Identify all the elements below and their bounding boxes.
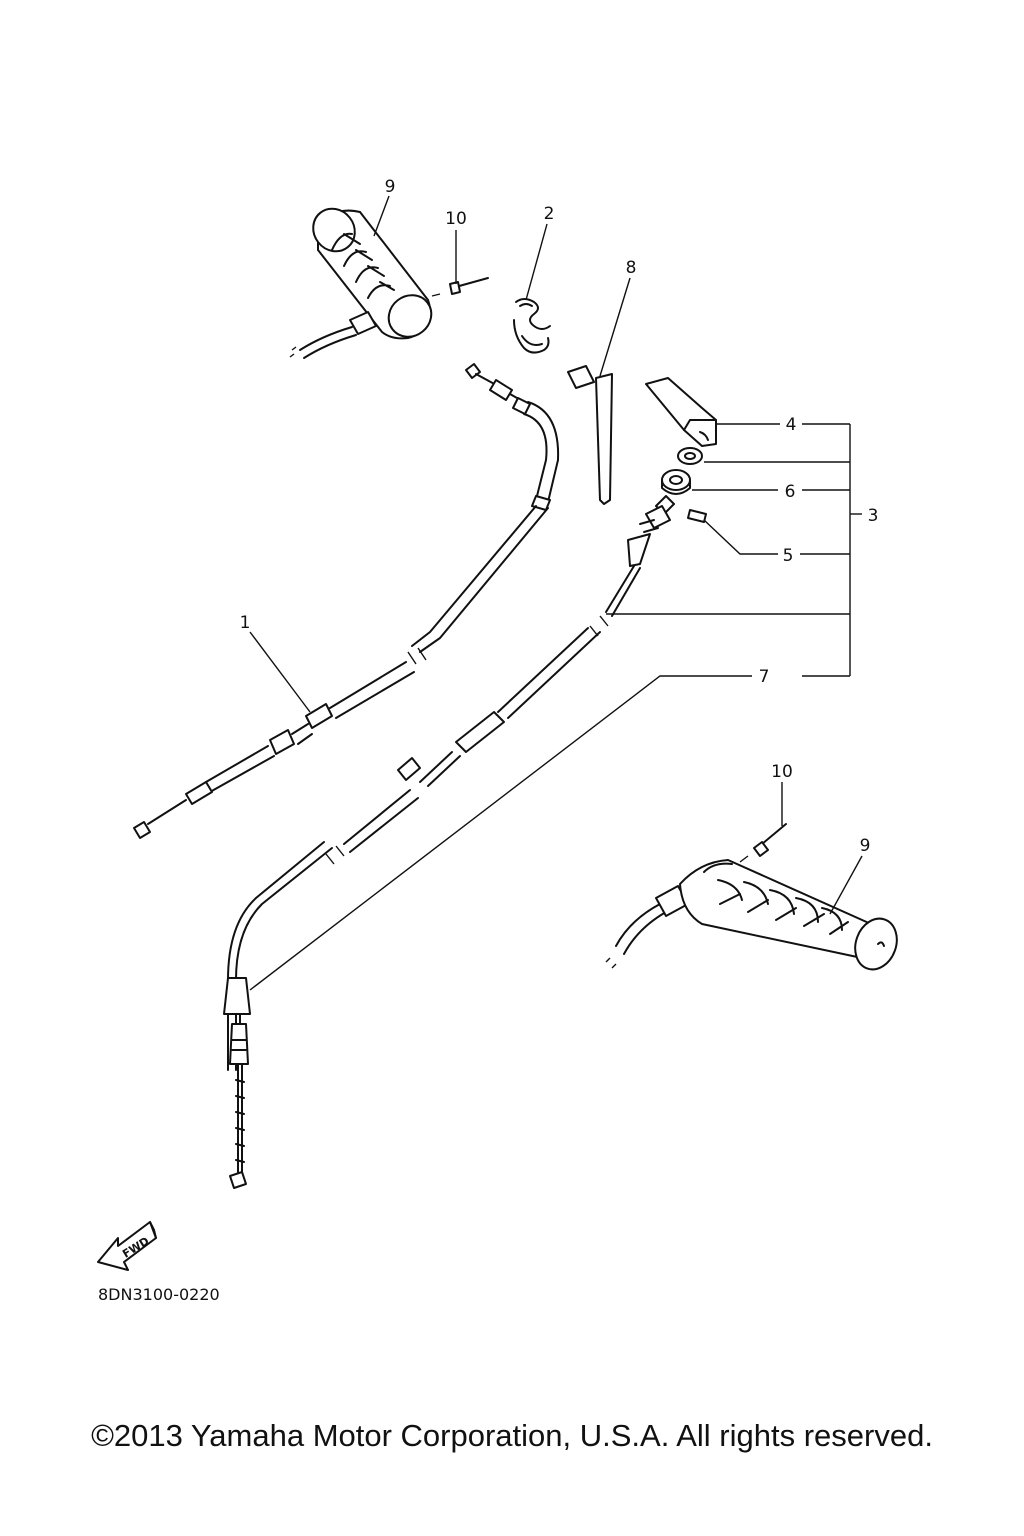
grip-bottom-right — [605, 859, 898, 971]
grip-top-left — [289, 207, 433, 359]
cable-part-1 — [133, 363, 560, 839]
callout-10-bottom: 10 — [771, 762, 793, 782]
fwd-arrow-icon: FWD — [97, 1221, 157, 1271]
bushing-part-6 — [661, 469, 691, 495]
leader-lines — [249, 195, 863, 991]
throttle-lever-part-4 — [645, 377, 717, 447]
cable-tie-part-8 — [567, 365, 613, 505]
copyright-notice: ©2013 Yamaha Motor Corporation, U.S.A. A… — [91, 1418, 933, 1453]
callout-5: 5 — [783, 546, 794, 566]
callout-1: 1 — [240, 613, 251, 633]
callout-8: 8 — [626, 258, 637, 278]
callout-10-top: 10 — [445, 209, 467, 229]
clip-part-2 — [513, 298, 551, 354]
callout-9-bottom: 9 — [860, 836, 871, 856]
callout-6: 6 — [785, 482, 796, 502]
washer-part — [677, 447, 703, 465]
callout-3: 3 — [868, 506, 879, 526]
pin-part-5 — [687, 509, 707, 523]
screw-top — [431, 277, 489, 297]
callout-2: 2 — [544, 204, 555, 224]
callout-4: 4 — [786, 415, 797, 435]
diagram-code: 8DN3100-0220 — [98, 1285, 220, 1304]
callout-7: 7 — [759, 667, 770, 687]
screw-bottom — [739, 823, 787, 863]
cable-part-7 — [223, 495, 675, 1189]
callout-9-top: 9 — [385, 177, 396, 197]
